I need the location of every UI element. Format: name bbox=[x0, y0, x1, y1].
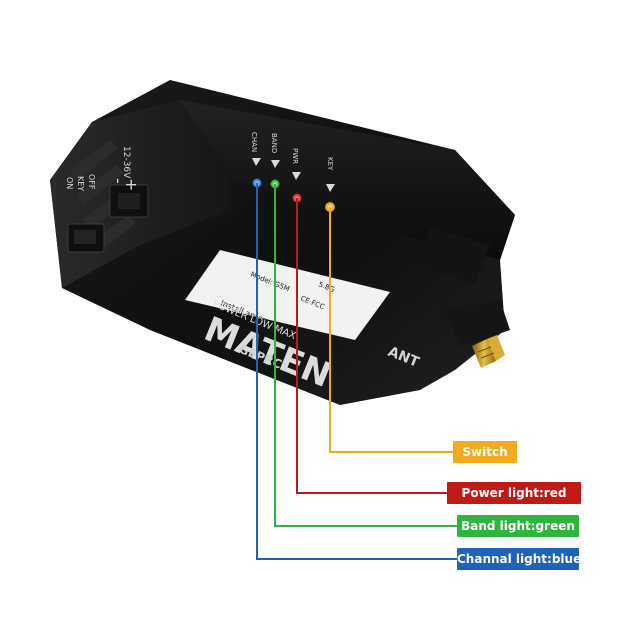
arrow-key bbox=[326, 184, 335, 192]
switch-label-on: ON bbox=[65, 177, 74, 189]
device-front-face bbox=[180, 100, 515, 260]
callout-lines bbox=[256, 183, 457, 560]
switch-label-off: OFF bbox=[87, 174, 96, 190]
arrow-chan bbox=[252, 158, 261, 166]
led-labels: CHAN BAND PWR KEY bbox=[250, 132, 334, 171]
band-light-callout: Band light:green bbox=[457, 515, 579, 537]
plus-label: + bbox=[122, 178, 141, 191]
chan-label: CHAN bbox=[250, 132, 258, 152]
key-label: KEY bbox=[326, 157, 334, 171]
switch-line bbox=[329, 207, 453, 453]
arrow-band bbox=[271, 160, 280, 168]
arrow-pwr bbox=[292, 172, 301, 180]
pwr-label: PWR bbox=[291, 148, 299, 164]
power-line bbox=[296, 198, 447, 494]
antenna-connector bbox=[472, 335, 505, 368]
power-light-callout: Power light:red bbox=[447, 482, 581, 504]
voltage-label: 12-36V bbox=[121, 146, 131, 179]
switch-label-key: KEY bbox=[76, 176, 85, 191]
channel-light-callout: Channal light:blue bbox=[457, 548, 581, 570]
minus-label: - bbox=[109, 178, 128, 184]
band-line bbox=[274, 184, 457, 527]
band-label: BAND bbox=[270, 133, 278, 153]
channel-line bbox=[256, 183, 457, 560]
switch-callout: Switch bbox=[453, 441, 517, 463]
